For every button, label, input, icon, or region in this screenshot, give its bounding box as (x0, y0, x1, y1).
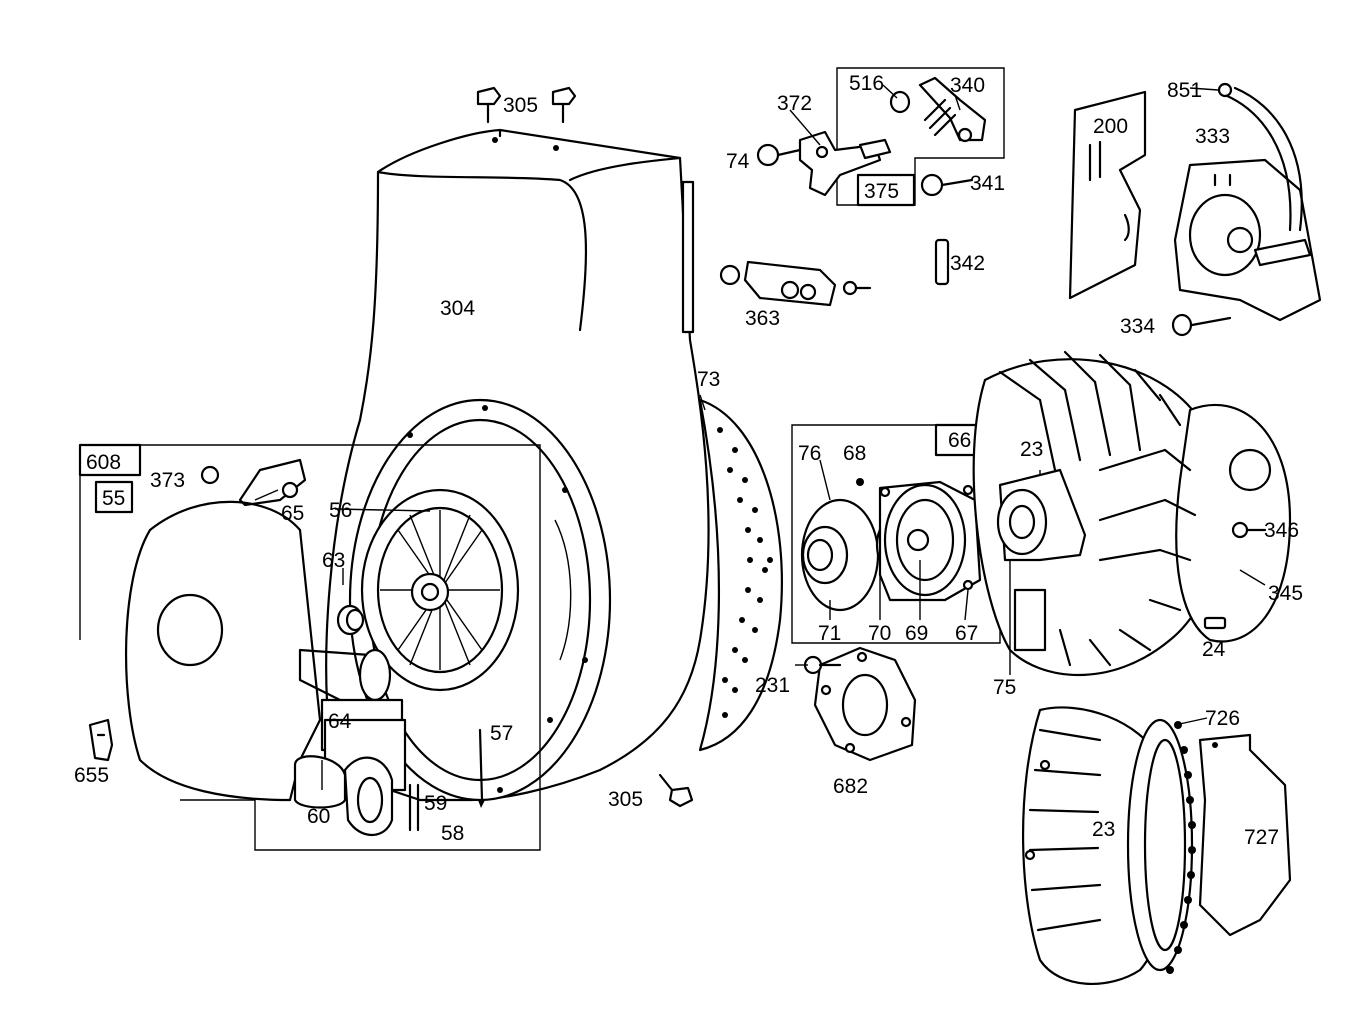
label-63: 63 (322, 549, 345, 572)
label-375: 375 (864, 180, 899, 203)
label-363: 363 (745, 307, 780, 330)
part-363 (719, 260, 872, 307)
bracket-200 (1068, 90, 1147, 300)
label-682: 682 (833, 775, 868, 798)
blower-housing-304 (325, 128, 783, 802)
label-60: 60 (307, 805, 330, 828)
label-65: 65 (281, 502, 304, 525)
label-305-bottom: 305 (608, 788, 643, 811)
label-305-top: 305 (503, 94, 538, 117)
label-76: 76 (798, 442, 821, 465)
label-851: 851 (1167, 79, 1202, 102)
bolt-305-bottom (658, 773, 694, 808)
label-57: 57 (490, 722, 513, 745)
label-200: 200 (1093, 115, 1128, 138)
label-75: 75 (993, 676, 1016, 699)
label-59: 59 (424, 792, 447, 815)
label-655: 655 (74, 764, 109, 787)
label-73: 73 (697, 368, 720, 391)
cover-727 (1198, 733, 1292, 937)
label-64: 64 (328, 710, 352, 733)
label-340: 340 (950, 74, 985, 97)
label-70: 70 (868, 622, 891, 645)
label-373: 373 (150, 469, 185, 492)
box-66 (791, 423, 1002, 644)
part-682 (803, 646, 917, 762)
label-55: 55 (102, 487, 125, 510)
ignition-box-375 (756, 67, 1005, 207)
label-342: 342 (950, 252, 985, 275)
label-71: 71 (818, 622, 841, 645)
label-333: 333 (1195, 125, 1230, 148)
label-726: 726 (1205, 707, 1240, 730)
label-304: 304 (440, 297, 475, 320)
label-727: 727 (1244, 826, 1279, 849)
label-69: 69 (905, 622, 928, 645)
label-23-bottom: 23 (1092, 818, 1115, 841)
label-341: 341 (970, 172, 1005, 195)
part-number-labels: 305 304 372 516 340 74 375 341 342 363 8… (74, 72, 1303, 849)
label-68: 68 (843, 442, 866, 465)
label-372: 372 (777, 92, 812, 115)
label-66: 66 (948, 429, 971, 452)
bolt-305-top (476, 86, 577, 124)
label-346: 346 (1264, 519, 1299, 542)
label-24: 24 (1202, 638, 1226, 661)
flywheel-ring-gear (1021, 706, 1196, 985)
label-74: 74 (726, 150, 750, 173)
label-231: 231 (755, 674, 790, 697)
label-67: 67 (955, 622, 978, 645)
part-655 (88, 718, 114, 762)
coil-333 (1171, 82, 1322, 337)
starter-box-608 (78, 443, 541, 851)
label-608: 608 (86, 451, 121, 474)
label-58: 58 (441, 822, 464, 845)
label-516: 516 (849, 72, 884, 95)
label-334: 334 (1120, 315, 1155, 338)
flywheel-23 (972, 350, 1292, 677)
label-345: 345 (1268, 582, 1303, 605)
part-342 (934, 238, 950, 286)
label-23-top: 23 (1020, 438, 1043, 461)
label-56: 56 (329, 499, 352, 522)
leader-lines (254, 84, 1266, 790)
